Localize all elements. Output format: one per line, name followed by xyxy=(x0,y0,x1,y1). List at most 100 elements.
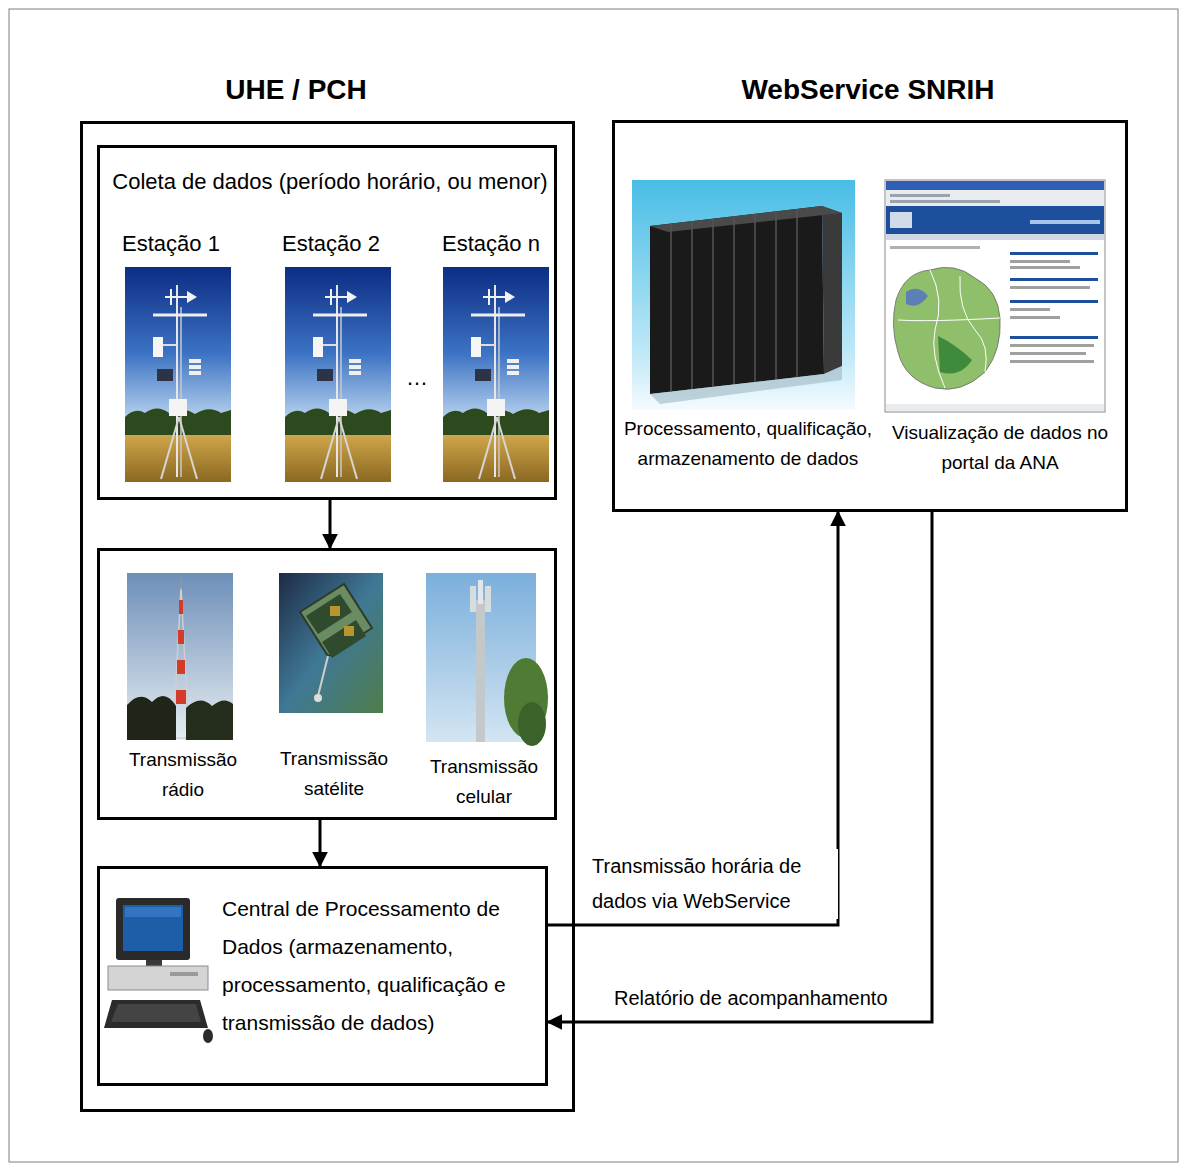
box-heading: WebService SNRIH xyxy=(658,72,1078,107)
illustration-part xyxy=(886,190,1104,206)
page-frame xyxy=(9,9,1178,1162)
edge-label: Transmissão horária de dados via WebServ… xyxy=(590,849,838,919)
illustration-part xyxy=(650,366,842,404)
illustration-part xyxy=(822,206,842,374)
illustration-part xyxy=(890,212,912,228)
illustration-part xyxy=(1010,360,1094,363)
collection-box: Coleta de dados (período horário, ou men… xyxy=(97,145,557,500)
illustration-part xyxy=(111,1004,201,1022)
illustration-part xyxy=(478,580,483,604)
illustration-part xyxy=(1010,252,1098,255)
processing-center-box: Central de Processamento de Dados (armaz… xyxy=(97,866,548,1086)
illustration-part xyxy=(886,234,1104,240)
illustration-part xyxy=(170,972,198,976)
flow-arrow xyxy=(548,512,932,1022)
illustration-part xyxy=(1010,286,1090,289)
illustration-part xyxy=(1010,352,1086,355)
illustration-part xyxy=(1010,260,1070,263)
cell-tower-photo xyxy=(426,573,548,746)
illustration-part xyxy=(775,211,777,379)
illustration-part xyxy=(1010,336,1098,339)
illustration-part xyxy=(181,578,182,590)
illustration-part xyxy=(691,221,693,389)
illustration-part xyxy=(123,905,183,951)
illustration-part xyxy=(886,206,1104,234)
illustration-part xyxy=(146,960,162,966)
illustration-part xyxy=(108,966,208,990)
transmission-label: Transmissão satélite xyxy=(269,744,399,804)
illustration-part xyxy=(285,267,391,482)
illustration-part xyxy=(1010,344,1094,347)
illustration-part xyxy=(1010,316,1060,319)
illustration-part xyxy=(125,907,181,917)
transmission-label: Transmissão celular xyxy=(419,752,549,812)
process-text: Central de Processamento de Dados (armaz… xyxy=(222,890,544,1042)
image-caption: Processamento, qualificação, armazenamen… xyxy=(623,414,873,474)
flow-arrow xyxy=(548,512,838,925)
illustration-part xyxy=(796,209,798,377)
satellite-photo xyxy=(279,573,383,713)
image-caption: Visualização de dados no portal da ANA xyxy=(880,418,1120,478)
illustration-part xyxy=(322,620,366,658)
illustration-part xyxy=(125,267,231,482)
illustration-part xyxy=(906,289,928,306)
illustration-part xyxy=(1010,300,1098,303)
site-box: UHE / PCHColeta de dados (período horári… xyxy=(80,121,575,1112)
illustration-part xyxy=(179,600,183,614)
illustration-part xyxy=(754,214,756,382)
illustration-part xyxy=(712,219,714,387)
illustration-part xyxy=(1010,278,1098,281)
illustration-part xyxy=(886,404,1104,411)
illustration-part xyxy=(650,206,842,232)
illustration-part xyxy=(177,660,185,674)
illustration-part xyxy=(178,630,184,644)
illustration-part xyxy=(186,700,233,740)
illustration-part xyxy=(890,246,980,249)
illustration-part xyxy=(893,267,1000,389)
illustration-part xyxy=(1010,308,1050,311)
illustration-part xyxy=(890,200,1000,203)
transmission-label: Transmissão rádio xyxy=(118,745,248,805)
illustration-part xyxy=(443,267,549,482)
illustration-part xyxy=(470,586,476,612)
illustration-part xyxy=(127,696,176,740)
illustration-part xyxy=(938,336,972,374)
illustration-part xyxy=(104,1000,208,1028)
illustration-part xyxy=(314,694,322,702)
illustration-part xyxy=(203,1029,213,1043)
radio-tower-photo xyxy=(127,573,233,740)
illustration-part xyxy=(116,898,190,960)
computer-icon xyxy=(104,898,213,1043)
box-heading: Coleta de dados (período horário, ou men… xyxy=(105,168,555,196)
illustration-part xyxy=(1030,220,1100,224)
illustration-part xyxy=(898,318,1000,321)
illustration-part xyxy=(632,180,855,410)
illustration-part xyxy=(885,180,1105,412)
edge-label: Relatório de acompanhamento xyxy=(612,981,916,1016)
illustration-part xyxy=(330,606,340,616)
illustration-part xyxy=(127,573,233,740)
ellipsis: … xyxy=(395,364,439,392)
illustration-part xyxy=(485,586,491,612)
station-label: Estação n xyxy=(421,230,561,258)
illustration-part xyxy=(344,626,354,636)
server-racks-image xyxy=(632,180,855,410)
illustration-part xyxy=(279,573,383,713)
portal-screenshot xyxy=(885,180,1105,412)
flow-arrow xyxy=(319,820,322,866)
illustration-part xyxy=(518,702,546,746)
flow-arrow xyxy=(329,500,332,548)
illustration-part xyxy=(886,181,1104,190)
illustration-part xyxy=(670,224,672,392)
illustration-part xyxy=(1010,266,1080,269)
illustration-part xyxy=(318,656,328,696)
station-label: Estação 2 xyxy=(261,230,401,258)
illustration-part xyxy=(650,206,824,394)
webservice-box: WebService SNRIHProcessamento, qualifica… xyxy=(612,120,1128,512)
illustration-part xyxy=(733,216,735,384)
station-label: Estação 1 xyxy=(101,230,241,258)
illustration-part xyxy=(176,690,186,704)
transmission-box: Transmissão rádio Transmissão satélite Tra… xyxy=(97,548,557,820)
illustration-part xyxy=(476,600,485,742)
